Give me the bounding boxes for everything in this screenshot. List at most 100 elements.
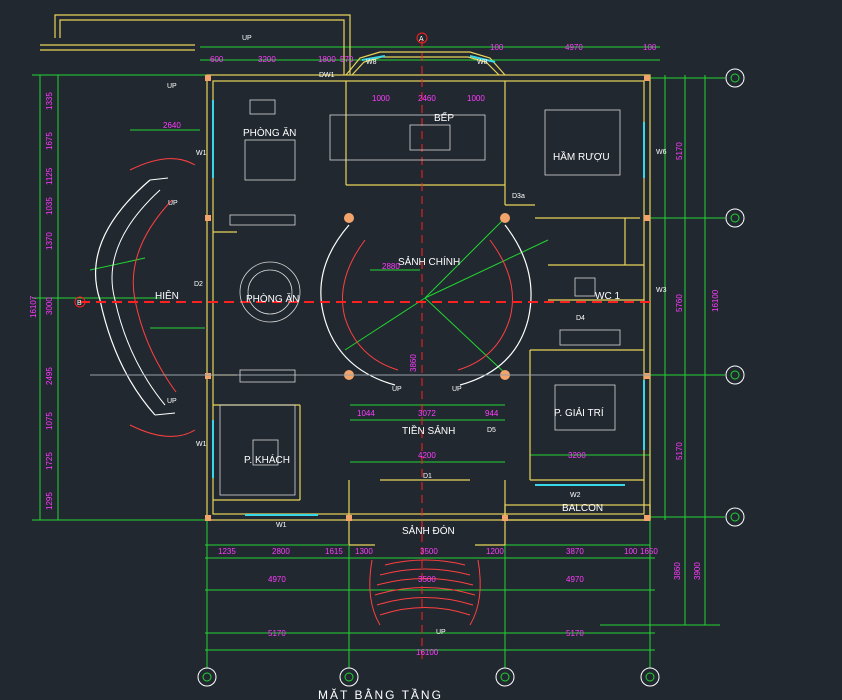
window-tag: W3 — [656, 287, 667, 294]
stair-up-label: UP — [436, 629, 446, 636]
stair-up-label: UP — [168, 200, 178, 207]
furniture — [219, 99, 621, 496]
room-labels: PHÒNG ĂN BẾP HẦM RƯỢU SẢNH CHÍNH HIÊN PH… — [155, 111, 620, 537]
dim-left: 1725 — [45, 452, 54, 470]
dim-inner: 944 — [485, 409, 499, 418]
dim-top: 3200 — [258, 55, 276, 64]
dimension-lines — [32, 46, 725, 668]
dim-bottom: 1300 — [355, 547, 373, 556]
dim-bottom: 1650 — [640, 547, 658, 556]
dim-bottom: 1615 — [325, 547, 343, 556]
dim-bottom: 5170 — [566, 629, 584, 638]
room-balcon: BALCON — [562, 503, 603, 514]
room-bep: BẾP — [434, 111, 454, 124]
dim-inner: 1044 — [357, 409, 375, 418]
dim-right: 3900 — [693, 562, 702, 580]
dim-right: 5170 — [675, 442, 684, 460]
dim-bottom: 3500 — [420, 547, 438, 556]
room-p-khach: P. KHÁCH — [244, 453, 290, 466]
dim-bottom: 4970 — [566, 575, 584, 584]
dim-left: 1075 — [45, 412, 54, 430]
window-tag: W8 — [366, 59, 377, 66]
window-tag: W1 — [196, 150, 207, 157]
stair-up-label: UP — [392, 386, 402, 393]
dimension-text-left: 1335 1675 1125 1035 1370 3000 2495 1075 … — [29, 92, 54, 510]
dim-right: 3860 — [673, 562, 682, 580]
dim-inner: 2640 — [163, 121, 181, 130]
dim-left: 1335 — [45, 92, 54, 110]
dim-bottom: 4970 — [268, 575, 286, 584]
grid-marks: A B — [77, 36, 424, 307]
stair-up-label: UP — [242, 35, 252, 42]
dimension-text-right: 5170 5760 5170 3900 3860 16100 — [673, 142, 720, 580]
dim-left: 1675 — [45, 132, 54, 150]
dim-inner: 3200 — [568, 451, 586, 460]
stair-up-label: UP — [167, 83, 177, 90]
dim-top: 1000 — [372, 94, 390, 103]
grid-bubbles — [197, 68, 745, 687]
columns — [205, 75, 650, 521]
dim-inner: 3072 — [418, 409, 436, 418]
dim-left: 1370 — [45, 232, 54, 250]
window-tag: W8 — [477, 59, 488, 66]
central-stairs — [320, 224, 532, 386]
dim-right: 5170 — [675, 142, 684, 160]
window-tag: W6 — [656, 149, 667, 156]
dim-total: 16100 — [416, 648, 439, 657]
dim-right-total: 16100 — [711, 289, 720, 312]
window-tags: W1 W1 W1 W2 W3 W6 W8 W8 — [196, 59, 667, 529]
dim-top: 1000 — [467, 94, 485, 103]
stair-up-labels: UP UP UP UP UP UP UP — [167, 35, 462, 636]
windows — [212, 55, 645, 516]
room-wc1: WC 1 — [595, 291, 620, 302]
door-tag: D3a — [512, 193, 525, 200]
dim-right: 5760 — [675, 294, 684, 312]
grid-mark: B — [77, 300, 82, 307]
dim-top: 100 — [643, 43, 657, 52]
dim-inner: 3500 — [418, 575, 436, 584]
room-tien-sanh: TIỀN SẢNH — [402, 424, 455, 437]
window-tag: W2 — [570, 492, 581, 499]
grid-mark: A — [419, 36, 424, 43]
door-tags: D1 D2 D3a D4 D5 DW1 — [194, 72, 585, 480]
room-phong-an-top: PHÒNG ĂN — [243, 126, 296, 139]
room-hien: HIÊN — [155, 289, 179, 302]
room-sanh-don: SẢNH ĐÓN — [402, 524, 455, 537]
dim-inner: 3860 — [409, 354, 418, 372]
door-tag: D5 — [487, 427, 496, 434]
room-sanh-chinh: SẢNH CHÍNH — [398, 255, 460, 268]
dim-bottom: 5170 — [268, 629, 286, 638]
axis-lines — [74, 32, 650, 660]
dim-inner: 4200 — [418, 451, 436, 460]
dim-top: 570 — [340, 55, 354, 64]
door-tag: DW1 — [319, 72, 335, 79]
dim-left: 3000 — [45, 297, 54, 315]
dim-top: 2460 — [418, 94, 436, 103]
window-tag: W1 — [276, 522, 287, 529]
dim-bottom: 2800 — [272, 547, 290, 556]
dim-bottom: 100 — [624, 547, 638, 556]
dim-left: 1295 — [45, 492, 54, 510]
dim-left: 1125 — [45, 167, 54, 185]
drawing-title: MẶT BẰNG TẦNG — [318, 687, 443, 700]
dim-left-total: 16107 — [29, 295, 38, 318]
door-tag: D4 — [576, 315, 585, 322]
stair-up-label: UP — [167, 398, 177, 405]
dim-left: 1035 — [45, 197, 54, 215]
dim-bottom: 1200 — [486, 547, 504, 556]
stair-up-label: UP — [452, 386, 462, 393]
dim-top: 600 — [210, 55, 224, 64]
dim-inner: 2880 — [382, 262, 400, 271]
dimension-text-inner: 2640 2880 3860 1044 3072 944 4200 3200 2… — [163, 121, 586, 584]
dim-bottom: 1235 — [218, 547, 236, 556]
walls — [40, 14, 651, 546]
window-tag: W1 — [196, 441, 207, 448]
dim-left: 2495 — [45, 367, 54, 385]
room-p-giai-tri: P. GIẢI TRÍ — [554, 406, 604, 419]
dim-top: 100 — [490, 43, 504, 52]
dim-top: 1800 — [318, 55, 336, 64]
dim-bottom: 3870 — [566, 547, 584, 556]
room-ham-ruou: HẦM RƯỢU — [553, 150, 610, 163]
dimension-text-top: 600 3200 1800 570 1000 2460 1000 100 497… — [210, 43, 657, 103]
